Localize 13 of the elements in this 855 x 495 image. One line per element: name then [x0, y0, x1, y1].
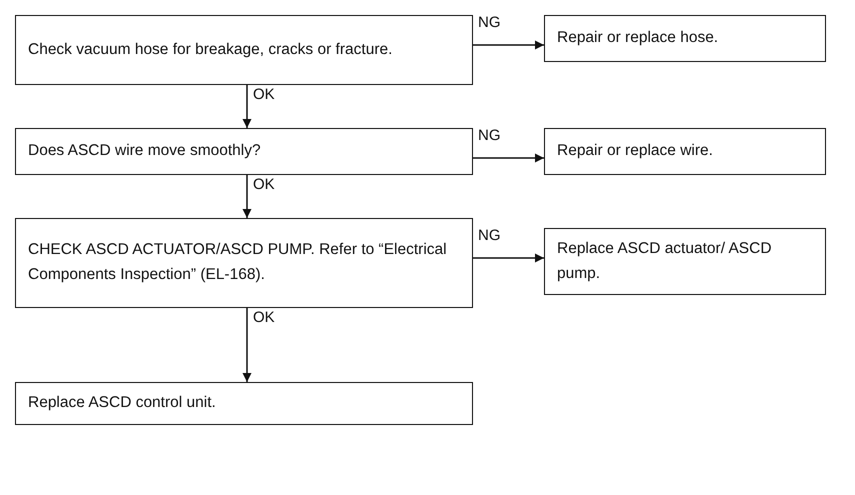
arrow: [242, 85, 252, 128]
process-box: Replace ASCD actuator/ ASCD pump.: [544, 228, 826, 295]
process-box: Replace ASCD control unit.: [15, 382, 473, 425]
arrow: [473, 254, 544, 262]
arrow: [242, 175, 252, 218]
arrow: [242, 308, 252, 382]
process-box: Repair or replace hose.: [544, 15, 826, 62]
process-box: CHECK ASCD ACTUATOR/ASCD PUMP. Refer to “Electrical Components Inspection” (EL-168).: [15, 218, 473, 308]
arrow: [473, 154, 544, 162]
process-box: Repair or replace wire.: [544, 128, 826, 175]
process-box: Check vacuum hose for breakage, cracks or fracture.: [15, 15, 473, 85]
process-box: Does ASCD wire move smoothly?: [15, 128, 473, 175]
arrow: [473, 40, 544, 50]
